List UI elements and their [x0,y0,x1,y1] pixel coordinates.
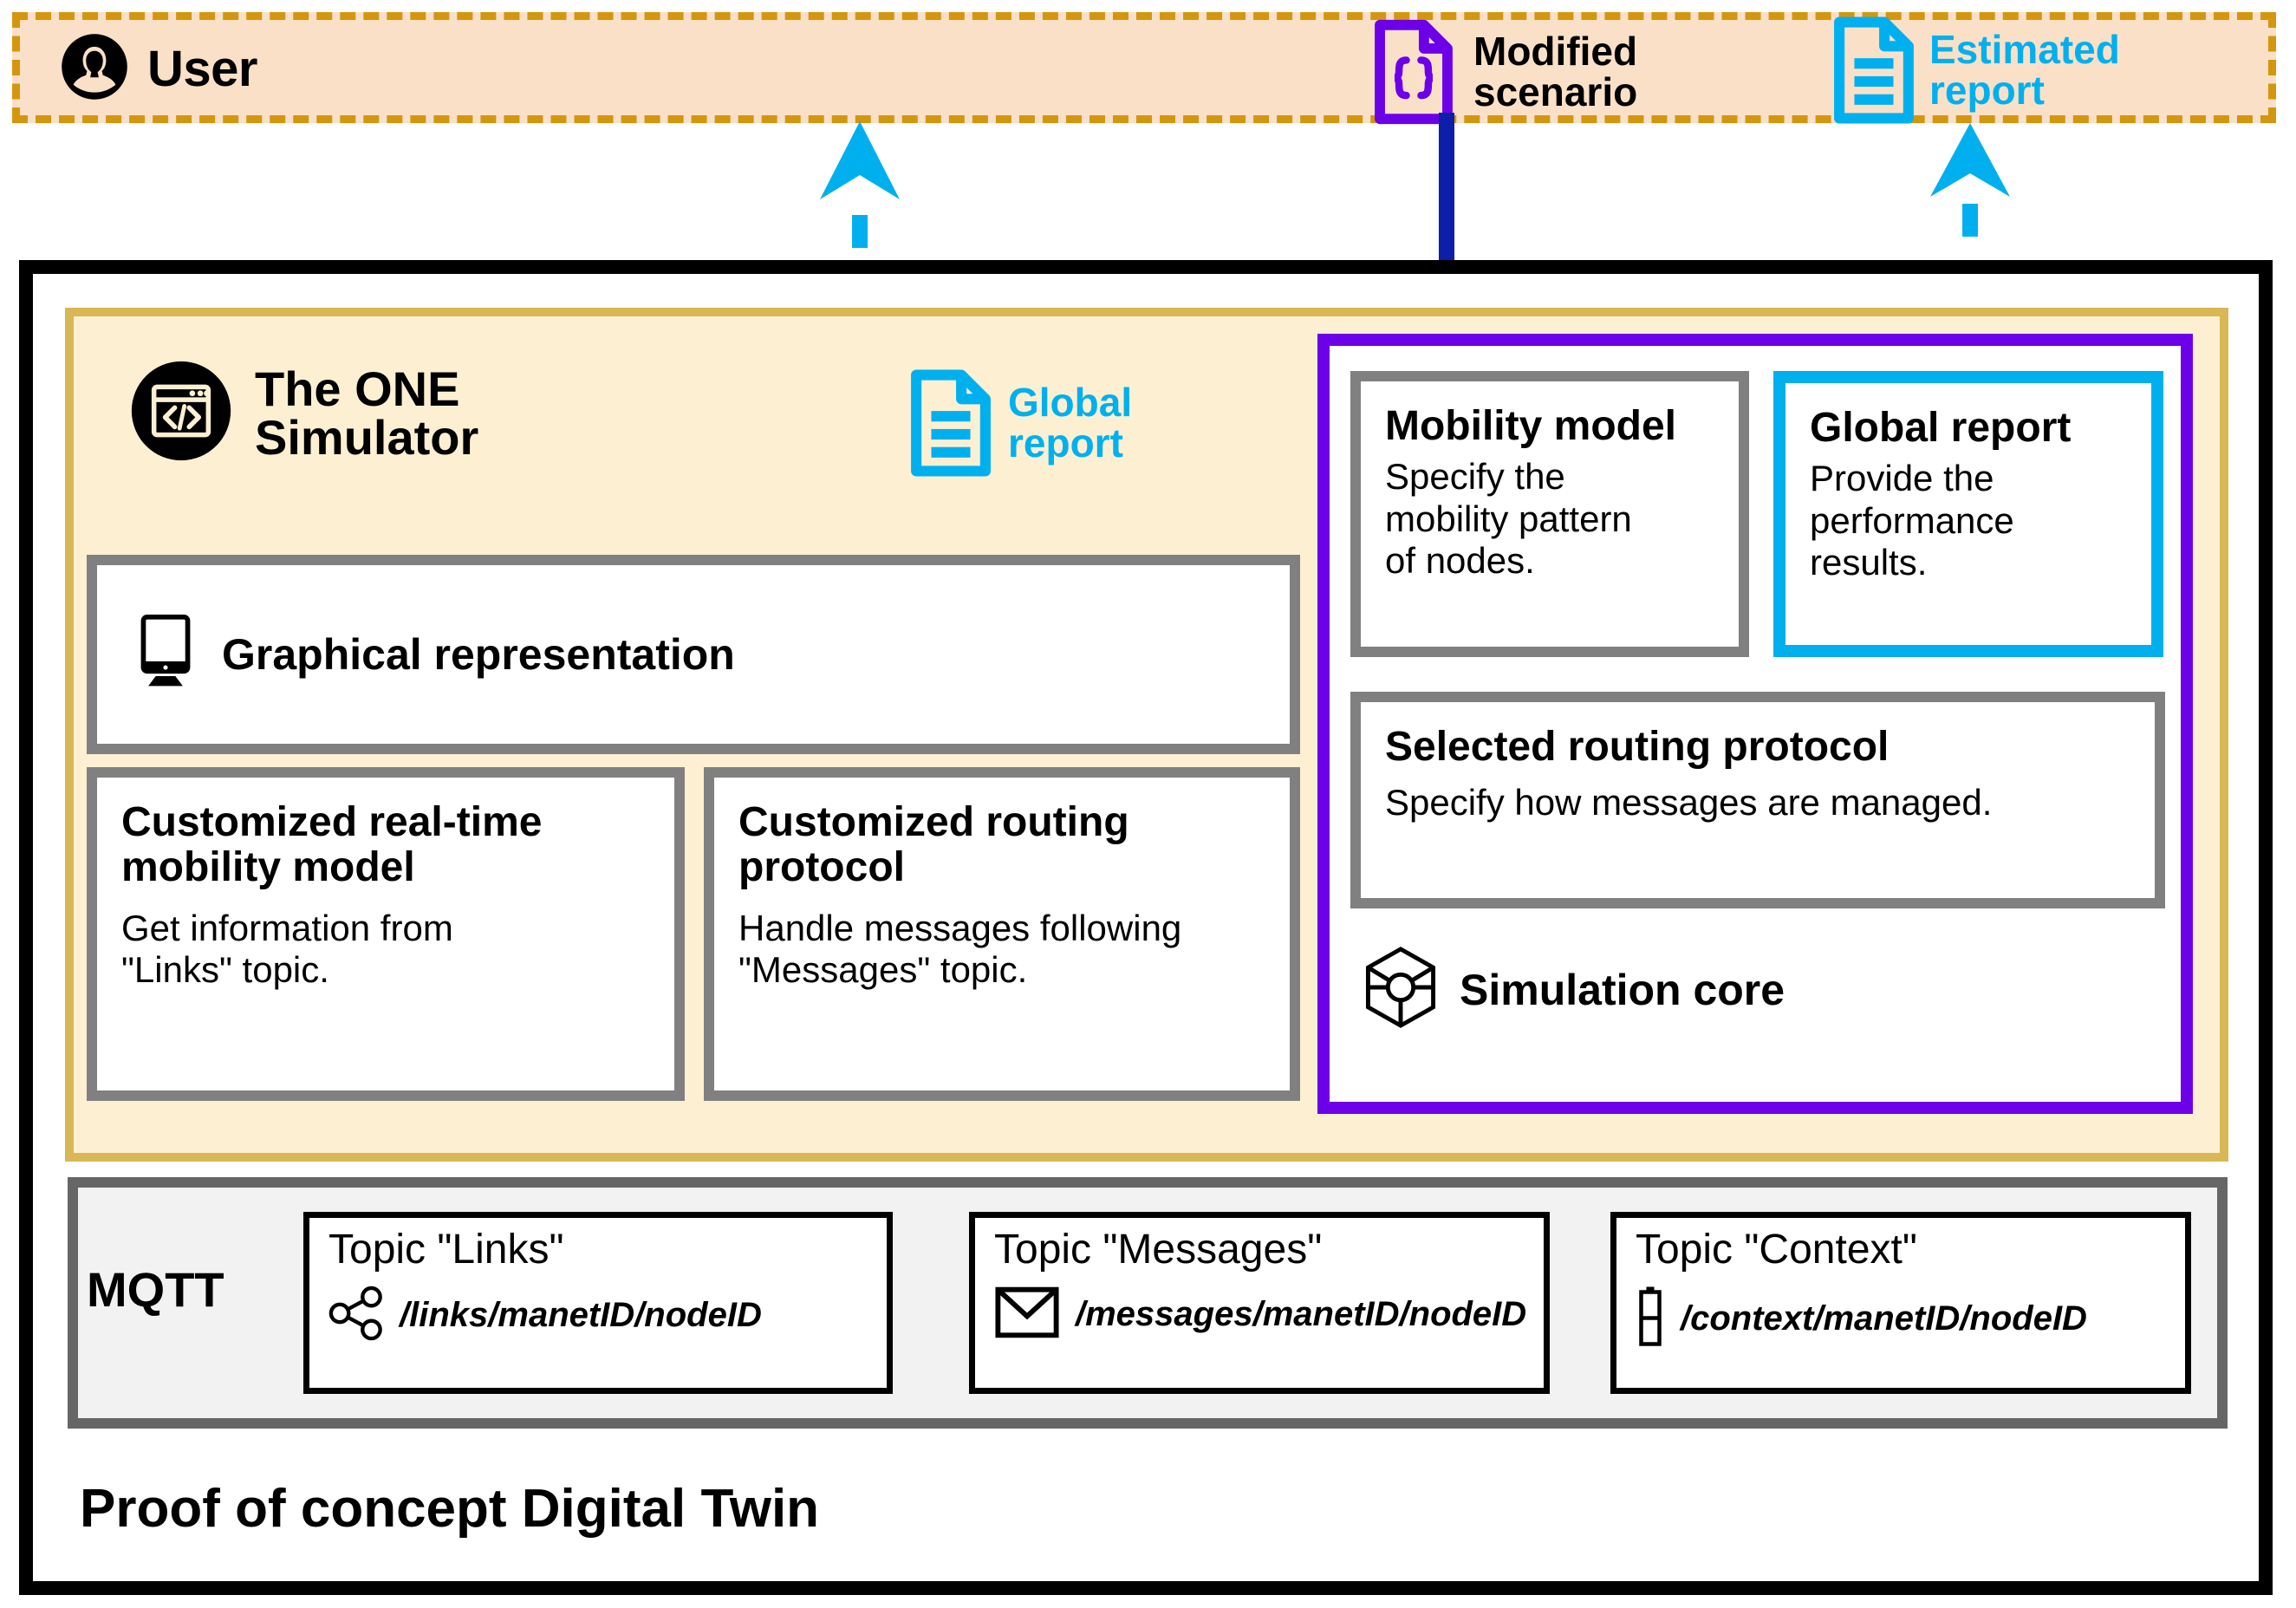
simulation-core-legend: Simulation core [1361,945,1785,1034]
customized-mobility-body: Get information from "Links" topic. [121,907,453,991]
topic-context-box: Topic "Context" /context/manetID/nodeID [1610,1212,2191,1394]
global-report-title: Global report [1810,405,2072,451]
customized-routing-title: Customized routing protocol [738,799,1129,890]
modified-scenario-label: Modified scenario [1473,29,1638,114]
estimated-report-up-arrowhead [1930,123,2010,197]
customized-mobility-title: Customized real-time mobility model [121,799,543,890]
global-report-body: Provide the performance results. [1810,457,2014,583]
mobility-model-title: Mobility model [1385,403,1676,449]
page-title: Proof of concept Digital Twin [80,1479,820,1539]
topic-messages-box: Topic "Messages" /messages/manetID/nodeI… [969,1212,1550,1394]
mobility-model-box: Mobility model Specify the mobility patt… [1350,371,1749,657]
global-report-box: Global report Provide the performance re… [1773,371,2163,657]
global-report-legend: Global report [906,368,1132,478]
mobility-model-body: Specify the mobility pattern of nodes. [1385,455,1632,582]
mqtt-label: MQTT [87,1262,224,1317]
simulation-core-label: Simulation core [1460,965,1785,1014]
topic-links-box: Topic "Links" /links/manetID/nodeID [303,1212,893,1394]
estimated-report-group: Estimated report [1829,16,2120,125]
battery-icon [1636,1286,1665,1352]
envelope-icon [994,1286,1060,1344]
topic-messages-title: Topic "Messages" [994,1227,1323,1273]
monitor-icon [133,614,198,695]
report-document-icon [1829,16,1919,125]
selected-routing-body: Specify how messages are managed. [1385,781,1993,823]
customized-routing-body: Handle messages following "Messages" top… [738,907,1182,991]
topic-context-path: /context/manetID/nodeID [1681,1299,2087,1338]
selected-routing-title: Selected routing protocol [1385,724,1889,770]
share-network-icon [328,1286,384,1345]
customized-mobility-model-box: Customized real-time mobility model Get … [87,767,685,1101]
one-simulator-title: The ONE Simulator [255,361,479,465]
one-simulator-header: The ONE Simulator [130,360,478,466]
hexagon-node-icon [1361,945,1441,1034]
modified-scenario-group: Modified scenario [1369,19,1637,125]
estimated-report-label: Estimated report [1929,27,2120,113]
code-window-icon [130,360,232,466]
report-document-icon [906,368,996,478]
customized-routing-protocol-box: Customized routing protocol Handle messa… [704,767,1300,1101]
user-label: User [147,41,257,97]
topic-links-path: /links/manetID/nodeID [400,1296,762,1335]
graphical-representation-box: Graphical representation [87,555,1300,754]
topic-links-title: Topic "Links" [328,1227,564,1273]
global-report-legend-label: Global report [1008,380,1133,465]
json-document-icon [1369,19,1458,125]
graphical-representation-label: Graphical representation [222,630,735,679]
topic-messages-path: /messages/manetID/nodeID [1076,1295,1527,1334]
user-group: User [61,33,257,105]
topic-context-title: Topic "Context" [1636,1227,1917,1273]
global-report-up-arrowhead [820,121,900,199]
user-avatar-icon [61,33,128,105]
selected-routing-protocol-box: Selected routing protocol Specify how me… [1350,692,2165,908]
